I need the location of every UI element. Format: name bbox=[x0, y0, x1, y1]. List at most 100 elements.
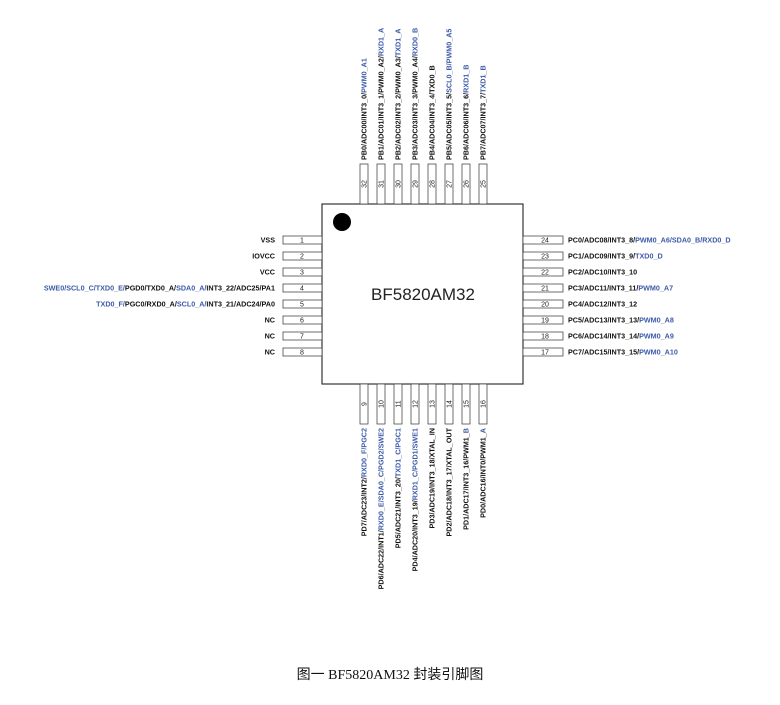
pin-7-label: NC bbox=[265, 332, 275, 341]
pin-15-number: 15 bbox=[464, 400, 471, 408]
pin-16-number: 16 bbox=[481, 400, 488, 408]
pin1-indicator-dot bbox=[333, 213, 351, 231]
pin-5-label-seg: INT3_21/ADC24/PA0 bbox=[206, 300, 275, 309]
pin-21-label-seg: PWM0_A7 bbox=[638, 284, 673, 293]
pin-12-label: PD4/ADC20/INT3_19/RXD1_C/PGD1/SWE1 bbox=[411, 428, 420, 571]
pin-4-number: 4 bbox=[300, 286, 304, 293]
pin-32-box bbox=[359, 163, 369, 205]
pin-17-label-seg: PWM0_A10 bbox=[639, 348, 678, 357]
pin-15-box bbox=[461, 383, 471, 425]
pin-30-box bbox=[393, 163, 403, 205]
pin-32-label-seg: PWM0_A1 bbox=[360, 58, 369, 93]
pin-17-number: 17 bbox=[541, 350, 549, 357]
pin-18-label-seg: PC6/ADC14/INT3_14/ bbox=[568, 332, 639, 341]
pin-28-label: PB4/ADC04/INT3_4/TXD0_B bbox=[428, 65, 437, 160]
pin-29-number: 29 bbox=[413, 180, 420, 188]
pin-26-label-seg: RXD1_B bbox=[462, 65, 471, 93]
pin-18-box bbox=[522, 331, 564, 341]
pin-17-label-seg: PC7/ADC15/INT3_15/ bbox=[568, 348, 639, 357]
pin-20-number: 20 bbox=[541, 302, 549, 309]
pin-4-label: SWE0/SCL0_C/TXD0_E/PGD0/TXD0_A/SDA0_A/IN… bbox=[44, 284, 275, 293]
pin-25-label: PB7/ADC07/INT3_7/TXD1_B bbox=[479, 65, 488, 160]
pin-17-box bbox=[522, 347, 564, 357]
pin-13-label: PD3/ADC19/INT3_18/XTAL_IN bbox=[428, 428, 437, 529]
pin-23-label-seg: TXD0_D bbox=[635, 252, 663, 261]
pin-9-label-seg: PD7/ADC23/INT2/ bbox=[360, 477, 369, 536]
pin-27-number: 27 bbox=[447, 180, 454, 188]
pin-24-label: PC0/ADC08/INT3_8/PWM0_A6/SDA0_B/RXD0_D bbox=[568, 236, 731, 245]
pin-4-label-seg: PGD0/TXD0_A/ bbox=[125, 284, 176, 293]
pin-15-label-seg: PD1/ADC17/INT3_16/PWM1_ bbox=[462, 432, 471, 530]
pin-3-label-seg: VCC bbox=[260, 268, 275, 277]
pin-11-label-seg: TXD1_C/PGC1 bbox=[394, 428, 403, 477]
pin-21-label: PC3/ADC11/INT3_11/PWM0_A7 bbox=[568, 284, 673, 293]
pin-30-label-seg: PB2/ADC02/INT3_2/PWM0_A3/ bbox=[394, 56, 403, 160]
pin-14-box bbox=[444, 383, 454, 425]
pin-32-label: PB0/ADC00/INT3_0/PWM0_A1 bbox=[360, 58, 369, 160]
pin-9-number: 9 bbox=[362, 402, 369, 406]
pin-18-number: 18 bbox=[541, 334, 549, 341]
pin-1-box bbox=[282, 235, 323, 245]
pin-21-box bbox=[522, 283, 564, 293]
pin-28-box bbox=[427, 163, 437, 205]
pin-11-box bbox=[393, 383, 403, 425]
pin-31-label-seg: PB1/ADC01/INT3_1/PWM0_A2/ bbox=[377, 56, 386, 160]
pin-27-label: PB5/ADC05/INT3_5/SCL0_B/PWM0_A5 bbox=[445, 29, 454, 160]
pin-29-box bbox=[410, 163, 420, 205]
pin-group: 1VSS2IOVCC3VCC4SWE0/SCL0_C/TXD0_E/PGD0/T… bbox=[44, 28, 731, 590]
pin-10-label: PD6/ADC22/INT1/RXD0_E/SDA0_C/PGD2/SWE2 bbox=[377, 428, 386, 589]
pin-26-number: 26 bbox=[464, 180, 471, 188]
pin-6-label: NC bbox=[265, 316, 275, 325]
pin-19-label-seg: PWM0_A8 bbox=[639, 316, 674, 325]
pin-22-number: 22 bbox=[541, 270, 549, 277]
chip-name-label: BF5820AM32 bbox=[371, 285, 475, 304]
pin-31-number: 31 bbox=[379, 180, 386, 188]
pin-5-label-seg: PGC0/RXD0_A/ bbox=[125, 300, 177, 309]
pin-3-box bbox=[282, 267, 323, 277]
pin-5-label-seg: TXD0_F/ bbox=[96, 300, 125, 309]
pin-20-label-seg: PC4/ADC12/INT3_12 bbox=[568, 300, 637, 309]
pin-30-label: PB2/ADC02/INT3_2/PWM0_A3/TXD1_A bbox=[394, 29, 403, 160]
pin-16-box bbox=[478, 383, 488, 425]
pin-23-label: PC1/ADC09/INT3_9/TXD0_D bbox=[568, 252, 663, 261]
pin-25-label-seg: TXD1_B bbox=[479, 65, 488, 93]
pin-12-label-seg: PD4/ADC20/INT3_19/ bbox=[411, 500, 420, 571]
pin-17-label: PC7/ADC15/INT3_15/PWM0_A10 bbox=[568, 348, 678, 357]
pin-29-label-seg: PB3/ADC03/INT3_3/PWM0_A4/ bbox=[411, 56, 420, 160]
pin-26-label-seg: PB6/ADC06/INT3_6/ bbox=[462, 93, 471, 160]
pin-24-label-seg: PWM0_A6/SDA0_B/RXD0_D bbox=[635, 236, 730, 245]
pin-29-label-seg: RXD0_B bbox=[411, 28, 420, 56]
pin-1-number: 1 bbox=[300, 238, 304, 245]
pin-2-number: 2 bbox=[300, 254, 304, 261]
pin-4-label-seg: SDA0_A/ bbox=[176, 284, 206, 293]
pin-30-label-seg: TXD1_A bbox=[394, 29, 403, 57]
pin-25-label-seg: PB7/ADC07/INT3_7/ bbox=[479, 93, 488, 160]
pin-13-label-seg: PD3/ADC19/INT3_18/XTAL_IN bbox=[428, 428, 437, 529]
pin-6-number: 6 bbox=[300, 318, 304, 325]
pin-2-label: IOVCC bbox=[252, 252, 275, 261]
pin-5-box bbox=[282, 299, 323, 309]
pin-15-label-seg: B bbox=[462, 428, 471, 433]
pin-10-number: 10 bbox=[379, 400, 386, 408]
pin-9-label-seg: RXD0_F/PGC2 bbox=[360, 428, 369, 477]
pin-13-number: 13 bbox=[430, 400, 437, 408]
pin-19-box bbox=[522, 315, 564, 325]
pin-21-number: 21 bbox=[541, 286, 549, 293]
pin-25-number: 25 bbox=[481, 180, 488, 188]
pin-26-label: PB6/ADC06/INT3_6/RXD1_B bbox=[462, 65, 471, 160]
pin-24-box bbox=[522, 235, 564, 245]
chip-body bbox=[321, 203, 524, 385]
pin-14-label: PD2/ADC18/INT3_17/XTAL_OUT bbox=[445, 427, 454, 536]
pin-2-box bbox=[282, 251, 323, 261]
pin-11-label: PD5/ADC21/INT3_20/TXD1_C/PGC1 bbox=[394, 428, 403, 548]
pin-3-number: 3 bbox=[300, 270, 304, 277]
pin-5-label: TXD0_F/PGC0/RXD0_A/SCL0_A/INT3_21/ADC24/… bbox=[96, 300, 275, 309]
pin-29-label: PB3/ADC03/INT3_3/PWM0_A4/RXD0_B bbox=[411, 28, 420, 160]
pin-7-box bbox=[282, 331, 323, 341]
pin-5-label-seg: SCL0_A/ bbox=[177, 300, 207, 309]
pin-22-label-seg: PC2/ADC10/INT3_10 bbox=[568, 268, 637, 277]
pin-8-label: NC bbox=[265, 348, 275, 357]
pin-7-label-seg: NC bbox=[265, 332, 275, 341]
pin-31-label-seg: RXD1_A bbox=[377, 28, 386, 56]
pin-3-label: VCC bbox=[260, 268, 275, 277]
